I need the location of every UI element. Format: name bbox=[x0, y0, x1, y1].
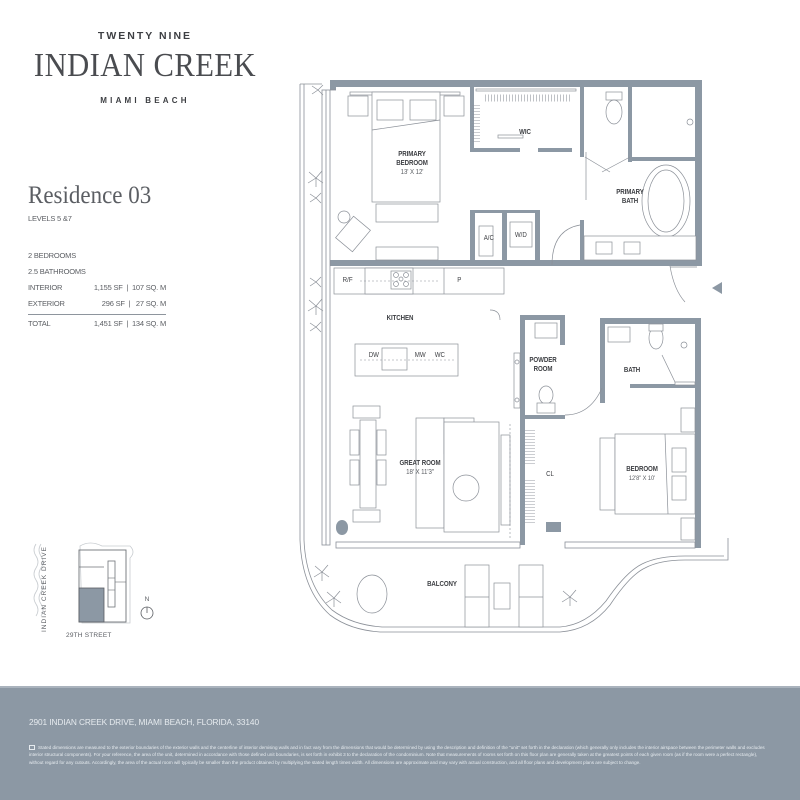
room-label-powder-room: POWDER ROOM bbox=[529, 357, 557, 373]
key-plan: INDIAN CREEK DRIVE 29TH STREET N bbox=[28, 540, 168, 650]
fixture-label-rf: R/F bbox=[342, 277, 353, 284]
fixture-label-wc: WC bbox=[434, 352, 445, 359]
room-label-wic: WIC bbox=[519, 129, 531, 136]
spec-bathrooms: 2.5 BATHROOMS bbox=[28, 267, 86, 276]
room-label-primary-bath: PRIMARY BATH bbox=[616, 189, 644, 205]
spec-label: INTERIOR bbox=[28, 283, 63, 292]
room-label-kitchen: KITCHEN bbox=[386, 315, 414, 322]
residence-header: Residence 03 LEVELS 5 &7 bbox=[28, 182, 168, 223]
spec-value: 1,155 SF | 107 SQ. M bbox=[93, 283, 166, 292]
fixture-label-wd: W/D bbox=[514, 232, 527, 239]
room-label-balcony: BALCONY bbox=[427, 581, 457, 588]
disclaimer-text: Stated dimensions are measured to the ex… bbox=[29, 745, 765, 765]
spec-value: 296 SF | 27 SQ. M bbox=[101, 299, 166, 308]
room-label-bedroom: BEDROOM 12'8" X 10' bbox=[626, 466, 658, 482]
spec-value: 1,451 SF | 134 SQ. M bbox=[93, 319, 166, 328]
fixture-label-ac: A/C bbox=[483, 235, 494, 242]
room-label-bath: BATH bbox=[623, 367, 641, 374]
floor-plan: PRIMARY BEDROOM 13' X 12' WIC PRIMARY BA… bbox=[290, 70, 740, 650]
spec-label: EXTERIOR bbox=[28, 299, 65, 308]
street-label-indian-creek: INDIAN CREEK DRIVE bbox=[41, 546, 48, 632]
room-label-great-room: GREAT ROOM 18' X 11'3" bbox=[399, 460, 441, 476]
specs-table: 2 BEDROOMS 2.5 BATHROOMS INTERIOR 1,155 … bbox=[28, 248, 166, 330]
floor-plan-drawing bbox=[299, 80, 729, 633]
spec-row-total: TOTAL 1,451 SF | 134 SQ. M bbox=[28, 314, 166, 330]
spec-label: TOTAL bbox=[28, 319, 51, 328]
plant-icon bbox=[307, 84, 578, 607]
street-label-29th: 29TH STREET bbox=[66, 632, 112, 639]
equal-housing-icon bbox=[29, 745, 35, 750]
residence-levels: LEVELS 5 &7 bbox=[28, 214, 72, 223]
fixture-label-pantry: P bbox=[457, 277, 462, 284]
fixture-label-dw: DW bbox=[368, 352, 379, 359]
brand-logo: TWENTY NINE INDIAN CREEK MIAMI BEACH bbox=[0, 30, 290, 105]
brand-main-text: INDIAN CREEK bbox=[33, 47, 257, 84]
address-text: 2901 INDIAN CREEK DRIVE, MIAMI BEACH, FL… bbox=[29, 717, 259, 727]
footer-banner: 2901 INDIAN CREEK DRIVE, MIAMI BEACH, FL… bbox=[0, 686, 800, 800]
spec-row-exterior: EXTERIOR 296 SF | 27 SQ. M bbox=[28, 296, 166, 312]
brand-sub-text: MIAMI BEACH bbox=[100, 96, 190, 105]
spec-bedrooms: 2 BEDROOMS bbox=[28, 251, 77, 260]
spec-row-interior: INTERIOR 1,155 SF | 107 SQ. M bbox=[28, 280, 166, 296]
residence-title: Residence 03 bbox=[28, 182, 152, 209]
entry-arrow-icon bbox=[712, 282, 722, 294]
room-label-closet: CL bbox=[546, 471, 554, 478]
fixture-label-mw: MW bbox=[414, 352, 426, 359]
north-label: N bbox=[144, 596, 150, 603]
brand-top-text: TWENTY NINE bbox=[97, 30, 193, 42]
key-plan-map bbox=[33, 542, 154, 624]
room-label-primary-bedroom: PRIMARY BEDROOM 13' X 12' bbox=[396, 151, 428, 176]
